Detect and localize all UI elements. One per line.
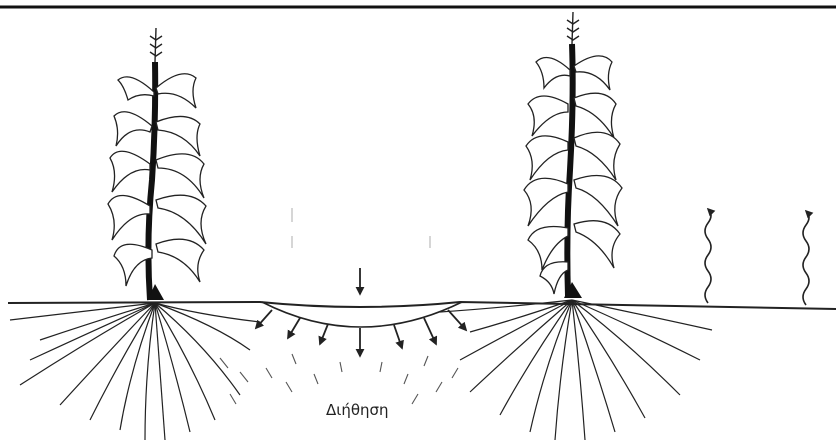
- evaporation-arrows: [705, 209, 809, 305]
- infiltration-arrow: [256, 310, 272, 328]
- roots-left: [10, 303, 260, 440]
- infiltration-arrow: [448, 310, 466, 330]
- evaporation-arrow: [705, 209, 711, 303]
- irrigation-basin: [262, 302, 462, 327]
- infiltration-label: Διήθηση: [326, 401, 389, 419]
- corn-plant-left: [10, 28, 260, 440]
- corn-plant-right: [440, 12, 712, 440]
- infiltration-arrow: [320, 324, 328, 344]
- infiltration-arrow: [424, 318, 436, 344]
- infiltration-arrows: [256, 310, 466, 356]
- evaporation-arrow: [803, 211, 809, 305]
- infiltration-arrow: [288, 318, 300, 338]
- diffusion-dashes: [220, 354, 458, 404]
- infiltration-arrow: [394, 325, 402, 348]
- faint-water-marks: [292, 208, 430, 248]
- roots-right: [440, 300, 712, 440]
